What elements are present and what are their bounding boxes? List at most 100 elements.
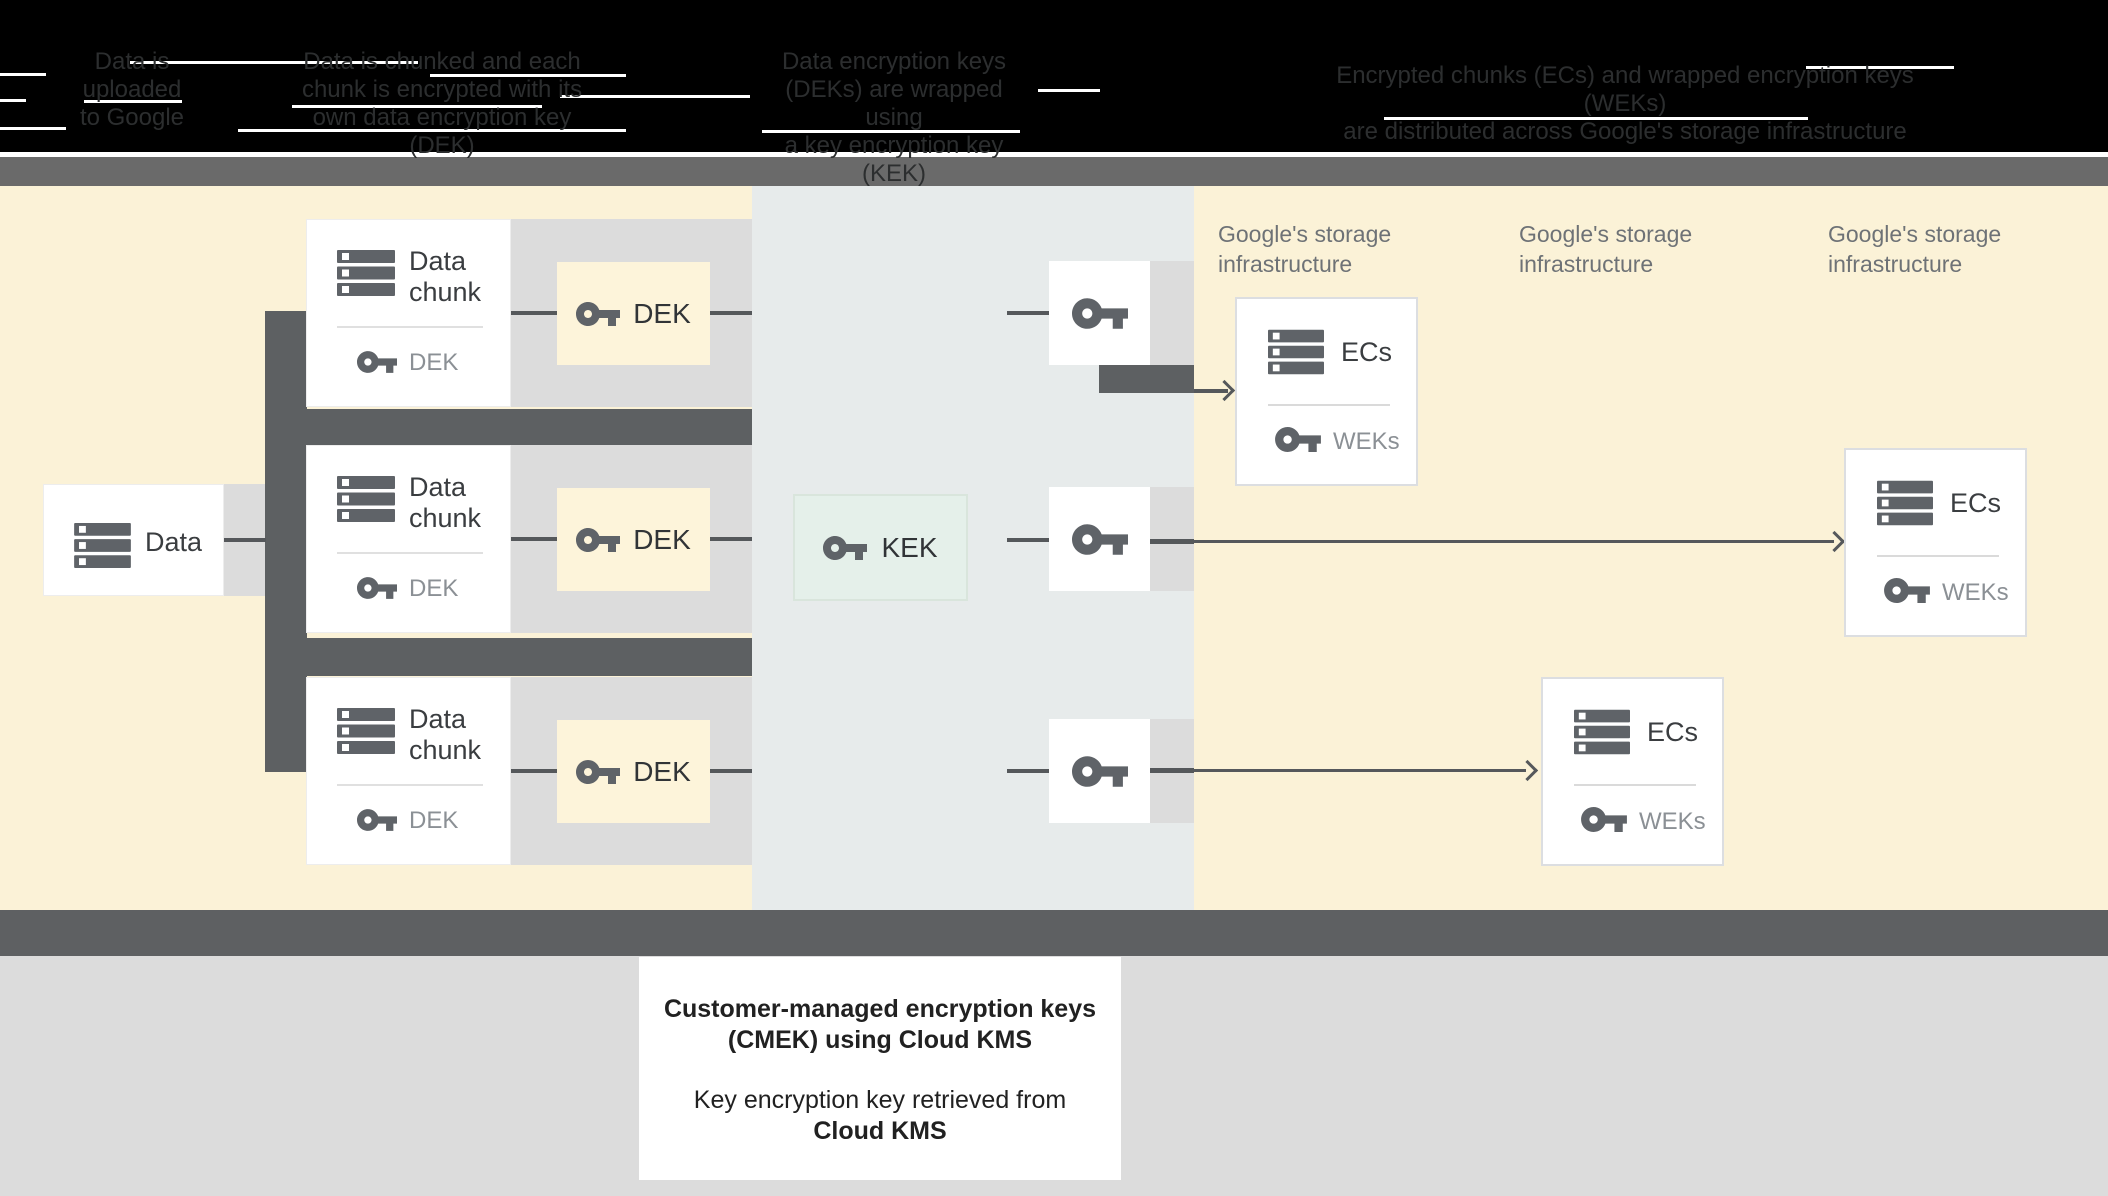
data-stack-icon xyxy=(74,523,131,573)
storage-label-2: Google's storage infrastructure xyxy=(1519,219,1779,279)
dek-key-icon xyxy=(357,351,397,378)
caption-line: own data encryption key (DEK) xyxy=(312,104,572,159)
header-stripe xyxy=(0,99,26,102)
dek-key-icon xyxy=(357,577,397,604)
caption-distributed: Encrypted chunks (ECs) and wrapped encry… xyxy=(1300,62,1950,146)
caption-line: to Google xyxy=(79,104,185,131)
header-band: Data is uploaded to Google Data is chunk… xyxy=(0,0,2108,187)
header-stripe xyxy=(130,61,418,64)
chunk-dek-label: DEK xyxy=(409,575,459,602)
key-icon xyxy=(1071,523,1128,555)
storage-label-line: Google's storage xyxy=(1828,221,2002,247)
storage-label-line: Google's storage xyxy=(1519,221,1693,247)
caption-line: a key encryption key (KEK) xyxy=(784,132,1004,187)
chunk-dek-label: DEK xyxy=(409,349,459,376)
data-box-label: Data xyxy=(145,527,203,557)
data-box: Data xyxy=(43,484,224,596)
line-chunk1-to-dek1 xyxy=(511,311,557,315)
caption-heading-line: Customer-managed encryption keys xyxy=(663,995,1097,1023)
key-icon xyxy=(1071,755,1128,787)
key-icon xyxy=(576,301,621,326)
header-stripe xyxy=(1384,117,1808,120)
chunk-title-line: chunk xyxy=(409,277,482,307)
storage-label-line: infrastructure xyxy=(1519,251,1654,277)
key-icon xyxy=(576,527,621,552)
dek-box-label: DEK xyxy=(633,523,691,555)
elbow-band-row1 xyxy=(1099,365,1194,393)
wek-key-icon xyxy=(1275,427,1321,457)
ec-divider xyxy=(1877,555,1999,557)
kek-box: KEK xyxy=(793,494,968,601)
caption-data-uploaded: Data is uploaded to Google xyxy=(72,48,192,132)
ec-wek-label: WEKs xyxy=(1333,428,1400,455)
header-stripe xyxy=(430,74,626,77)
line-dek1-out xyxy=(710,311,752,315)
header-stripe xyxy=(1038,89,1100,92)
key-icon xyxy=(823,535,868,560)
storage-label-line: infrastructure xyxy=(1828,251,1963,277)
line-chunk2-to-dek2 xyxy=(511,537,557,541)
wrapping-key-box-3 xyxy=(1049,719,1150,823)
ec-stack-icon xyxy=(1574,709,1630,760)
key-icon xyxy=(1071,297,1128,329)
bottom-dark-band xyxy=(0,910,2108,956)
chunk-divider xyxy=(337,552,483,554)
header-stripe xyxy=(560,95,750,98)
dek-box-label: DEK xyxy=(633,297,691,329)
white-separator xyxy=(0,152,2108,157)
storage-label-1: Google's storage infrastructure xyxy=(1218,219,1478,279)
ec-wek-label: WEKs xyxy=(1942,579,2009,606)
header-stripe xyxy=(1806,66,1954,69)
caption-line: (DEKs) are wrapped using xyxy=(785,76,1003,131)
inter-row-band-2 xyxy=(265,638,752,676)
caption-deks-wrapped: Data encryption keys (DEKs) are wrapped … xyxy=(769,48,1019,188)
caption-line: Data is xyxy=(94,48,170,75)
caption-line: uploaded xyxy=(82,76,182,103)
arrow-thick-ec3 xyxy=(1150,768,1194,773)
chunk-divider xyxy=(337,784,483,786)
caption-line: Encrypted chunks (ECs) and wrapped encry… xyxy=(1336,62,1914,117)
caption-line: are distributed across Google's storage … xyxy=(1343,118,1907,145)
data-chunk-box-2: Data chunk DEK xyxy=(306,445,511,633)
dek-box-1: DEK xyxy=(557,262,710,365)
arrow-thick-ec2 xyxy=(1150,539,1194,544)
chunk-title-line: chunk xyxy=(409,735,482,765)
chunk-title-line: Data xyxy=(409,246,467,276)
arrow-line-ec3 xyxy=(1194,769,1526,772)
ec-title: ECs xyxy=(1647,717,1699,747)
ec-box-2: ECs WEKs xyxy=(1844,448,2027,637)
chunk-stack-icon xyxy=(337,476,395,527)
ec-wek-label: WEKs xyxy=(1639,808,1706,835)
cmek-caption-box: Customer-managed encryption keys (CMEK) … xyxy=(639,957,1121,1180)
keybox1-strip xyxy=(1150,261,1194,365)
chunk-divider xyxy=(337,326,483,328)
line-into-keybox-1 xyxy=(1007,311,1049,315)
line-data-to-trunk xyxy=(224,538,266,542)
caption-line: Data encryption keys xyxy=(781,48,1007,75)
header-stripe xyxy=(762,130,1020,133)
fanout-trunk xyxy=(265,311,307,772)
storage-label-line: infrastructure xyxy=(1218,251,1353,277)
storage-label-line: Google's storage xyxy=(1218,221,1392,247)
line-dek2-out xyxy=(710,537,752,541)
header-stripe xyxy=(292,105,542,108)
wrapping-key-box-1 xyxy=(1049,261,1150,365)
top-gray-band xyxy=(0,157,2108,186)
header-stripe xyxy=(238,129,626,132)
ec-box-3: ECs WEKs xyxy=(1541,677,1724,866)
wek-key-icon xyxy=(1884,578,1930,608)
caption-line: Data is chunked and each xyxy=(303,48,581,75)
ec-divider xyxy=(1574,784,1696,786)
data-chunk-box-3: Data chunk DEK xyxy=(306,677,511,865)
ec-title: ECs xyxy=(1950,488,2002,518)
chunk-title: Data chunk xyxy=(409,472,481,534)
header-stripe xyxy=(0,73,46,76)
chunk-dek-label: DEK xyxy=(409,807,459,834)
line-into-keybox-2 xyxy=(1007,538,1049,542)
caption-heading-line: (CMEK) using Cloud KMS xyxy=(727,1026,1033,1054)
chunk-title-line: Data xyxy=(409,704,467,734)
ec-divider xyxy=(1268,404,1390,406)
data-chunk-box-1: Data chunk DEK xyxy=(306,219,511,407)
header-stripe xyxy=(84,100,182,103)
dek-box-2: DEK xyxy=(557,488,710,591)
